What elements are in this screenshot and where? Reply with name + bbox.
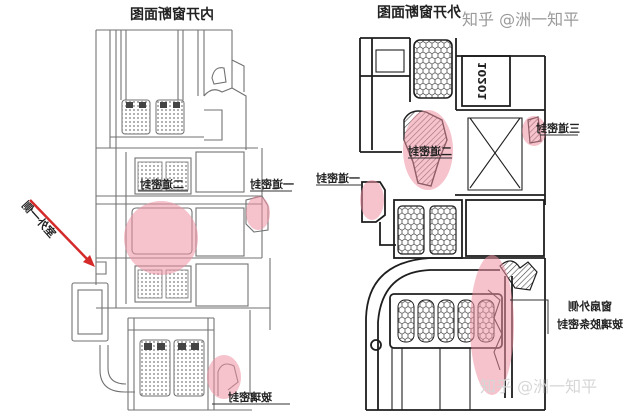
watermark-faint: 知乎 @洲一知平 bbox=[480, 377, 597, 396]
right-seal-3-label: 三道密封 bbox=[536, 121, 580, 135]
left-title: 内开窗断面图 bbox=[130, 6, 214, 23]
right-seal-3-highlight bbox=[522, 116, 546, 146]
left-glass-spacer bbox=[173, 339, 205, 397]
right-top-frame bbox=[359, 37, 546, 205]
left-glass-spacer bbox=[155, 99, 185, 135]
right-seal-1-highlight bbox=[360, 180, 384, 220]
right-insulation-strip bbox=[429, 205, 457, 255]
left-top-sash bbox=[95, 29, 247, 285]
right-seal-1-profile bbox=[361, 181, 386, 223]
right-sash-chamber bbox=[417, 299, 435, 343]
left-glass-spacer bbox=[137, 161, 163, 191]
right-bottom-gasket bbox=[499, 260, 538, 291]
left-glass-spacer bbox=[121, 99, 151, 135]
left-seal-2-highlight bbox=[124, 201, 198, 275]
right-bottom-label-line2: 玻璃胶条密封 bbox=[557, 317, 623, 331]
left-glass-spacer bbox=[165, 161, 189, 191]
right-seal-2-label: 二道密封 bbox=[408, 144, 452, 158]
right-bottom-label-line1: 窗扇外侧 bbox=[568, 299, 612, 313]
right-sash-chamber bbox=[397, 299, 415, 343]
profile-code: 10201 bbox=[476, 62, 489, 100]
left-glass-spacer bbox=[139, 339, 171, 397]
right-insulation-strip bbox=[413, 39, 453, 99]
right-seal-2-highlight bbox=[403, 110, 453, 190]
left-bottom-seal-highlight bbox=[207, 355, 241, 399]
right-profile-drawing bbox=[359, 37, 546, 411]
right-sash-chamber bbox=[437, 299, 455, 343]
right-middle-frame bbox=[361, 181, 545, 259]
right-insulation-strip bbox=[397, 205, 425, 255]
left-arrow-label: 室外一侧 bbox=[19, 198, 59, 240]
left-red-arrow bbox=[29, 199, 95, 267]
right-title: 外开窗断面图 bbox=[377, 4, 461, 21]
left-outer-flange bbox=[71, 261, 135, 393]
right-bottom-seal-highlight bbox=[470, 255, 514, 395]
left-bottom-label: 玻璃密封 bbox=[228, 390, 272, 404]
leader-lines bbox=[138, 134, 578, 405]
left-seal-1-highlight bbox=[246, 196, 270, 230]
watermark: 知乎 @洲一知平 bbox=[462, 10, 579, 29]
right-seal-1-label: 一道密封 bbox=[316, 171, 360, 185]
left-seal-2-label: 二道密封 bbox=[140, 177, 184, 191]
left-glass-spacer bbox=[165, 269, 189, 299]
left-seal-1-label: 一道密封 bbox=[250, 177, 294, 191]
